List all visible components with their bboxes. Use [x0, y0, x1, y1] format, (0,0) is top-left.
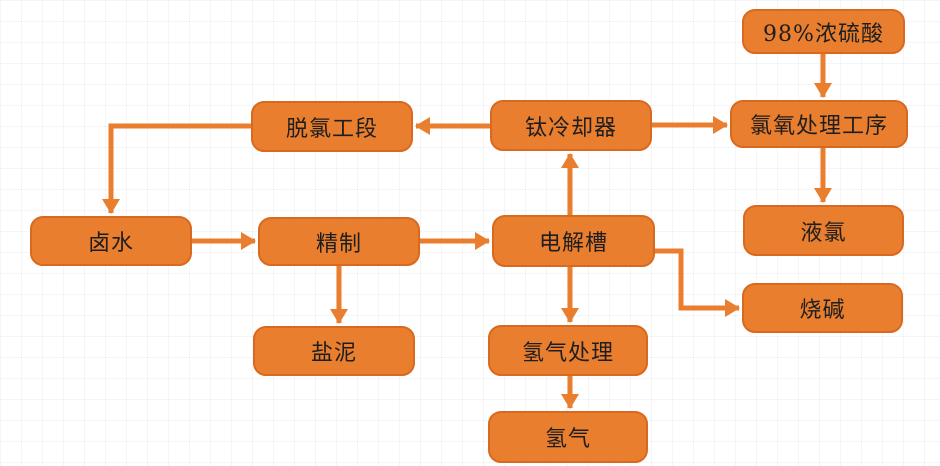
arrow-electrolyzer-to-caustic-soda	[655, 248, 740, 317]
node-salt-mud: 盐泥	[253, 326, 415, 376]
node-refining: 精制	[258, 217, 420, 266]
node-sulfuric-acid: 98%浓硫酸	[742, 9, 905, 54]
node-caustic-soda: 烧碱	[742, 283, 903, 333]
node-electrolyzer: 电解槽	[492, 215, 655, 267]
node-dechlorination: 脱氯工段	[251, 101, 413, 152]
node-hydrogen-treatment: 氢气处理	[488, 325, 648, 376]
node-hydrogen: 氢气	[488, 411, 648, 463]
node-chlorine-oxygen-treatment: 氯氧处理工序	[730, 100, 908, 148]
node-liquid-chlorine: 液氯	[743, 205, 904, 256]
node-titanium-cooler: 钛冷却器	[490, 100, 652, 151]
node-brine: 卤水	[30, 216, 192, 266]
arrow-dechlorination-to-brine	[102, 123, 251, 214]
